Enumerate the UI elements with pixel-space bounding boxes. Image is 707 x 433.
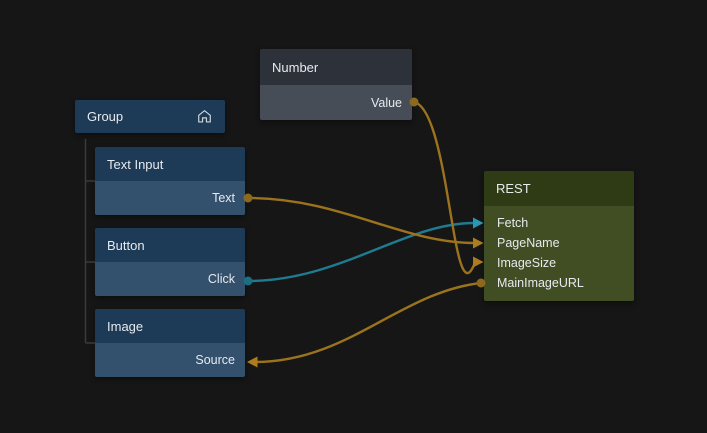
port-row-value[interactable]: Value bbox=[260, 85, 412, 120]
port-arrow-source-input[interactable] bbox=[247, 356, 258, 368]
node-group[interactable]: Group bbox=[75, 100, 225, 133]
node-text-input[interactable]: Text Input Text bbox=[95, 147, 245, 215]
node-rest[interactable]: REST Fetch PageName ImageSize MainImageU… bbox=[484, 171, 634, 301]
port-arrow-imagesize-input[interactable] bbox=[473, 256, 484, 268]
port-label-fetch: Fetch bbox=[497, 216, 529, 230]
wire-value-to-imagesize[interactable] bbox=[413, 100, 476, 275]
port-label-source: Source bbox=[195, 353, 235, 367]
port-label-pagename: PageName bbox=[497, 236, 560, 250]
wire-text-to-pagename[interactable] bbox=[247, 196, 475, 245]
home-icon bbox=[196, 108, 213, 125]
wire-mainimageurl-to-source[interactable] bbox=[254, 281, 482, 364]
port-row-mainimageurl[interactable]: MainImageURL bbox=[484, 273, 634, 293]
node-title: Text Input bbox=[107, 156, 164, 172]
port-row-text[interactable]: Text bbox=[95, 181, 245, 215]
node-title: Number bbox=[272, 59, 319, 75]
port-label-imagesize: ImageSize bbox=[497, 256, 557, 270]
node-title: Group bbox=[87, 109, 124, 124]
port-arrow-fetch-input[interactable] bbox=[473, 217, 484, 229]
port-row-click[interactable]: Click bbox=[95, 262, 245, 296]
port-arrow-pagename-input[interactable] bbox=[473, 237, 484, 249]
port-label-text: Text bbox=[212, 191, 235, 205]
port-row-pagename[interactable]: PageName bbox=[484, 233, 634, 253]
port-label-mainimageurl: MainImageURL bbox=[497, 276, 584, 290]
node-image[interactable]: Image Source bbox=[95, 309, 245, 377]
node-button[interactable]: Button Click bbox=[95, 228, 245, 296]
node-number[interactable]: Number Value bbox=[260, 49, 412, 120]
node-title: REST bbox=[496, 181, 531, 196]
port-label-value: Value bbox=[370, 95, 402, 110]
node-title: Button bbox=[107, 237, 145, 253]
group-tree-lines bbox=[84, 139, 95, 344]
port-row-fetch[interactable]: Fetch bbox=[484, 213, 634, 233]
wire-click-to-fetch[interactable] bbox=[247, 221, 475, 283]
node-title: Image bbox=[107, 318, 144, 334]
port-row-imagesize[interactable]: ImageSize bbox=[484, 253, 634, 273]
port-row-source[interactable]: Source bbox=[95, 343, 245, 377]
port-label-click: Click bbox=[207, 272, 235, 286]
